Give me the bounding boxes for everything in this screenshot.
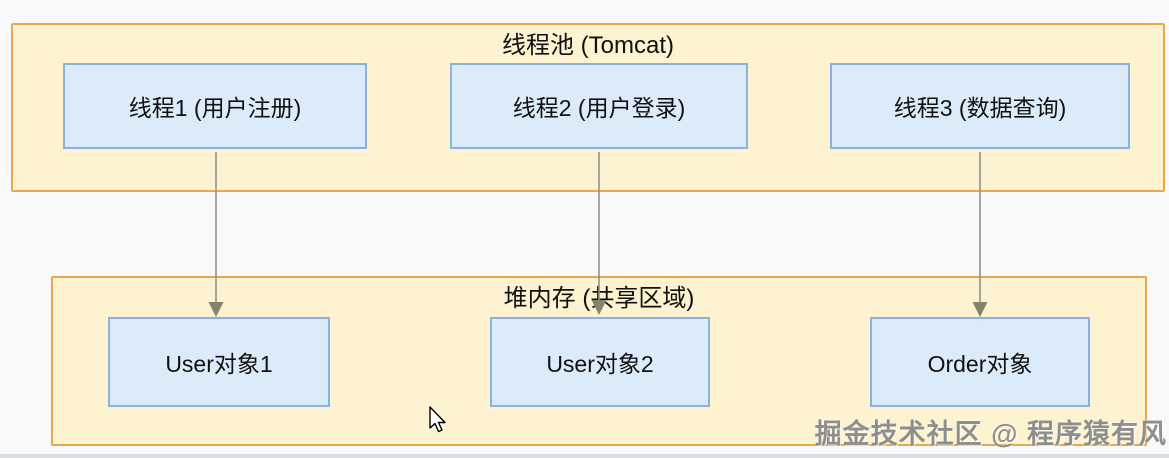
screen-edge-strip <box>0 454 1169 458</box>
order-object-label: Order对象 <box>927 351 1033 377</box>
user-object2-label: User对象2 <box>546 351 654 377</box>
thread3-box: 线程3 (数据查询) <box>830 63 1130 149</box>
thread-pool-title: 线程池 (Tomcat) <box>501 32 674 59</box>
thread1-box: 线程1 (用户注册) <box>63 63 367 149</box>
user-object2-box: User对象2 <box>490 317 710 407</box>
thread3-label: 线程3 (数据查询) <box>893 95 1067 121</box>
heap-title: 堆内存 (共享区域) <box>503 285 695 312</box>
user-object1-box: User对象1 <box>108 317 330 407</box>
watermark-text: 掘金技术社区 @ 程序猿有风 <box>814 419 1167 449</box>
order-object-box: Order对象 <box>870 317 1090 407</box>
user-object1-label: User对象1 <box>165 351 273 377</box>
thread1-label: 线程1 (用户注册) <box>128 95 302 121</box>
thread2-box: 线程2 (用户登录) <box>450 63 748 149</box>
thread2-label: 线程2 (用户登录) <box>512 95 686 121</box>
